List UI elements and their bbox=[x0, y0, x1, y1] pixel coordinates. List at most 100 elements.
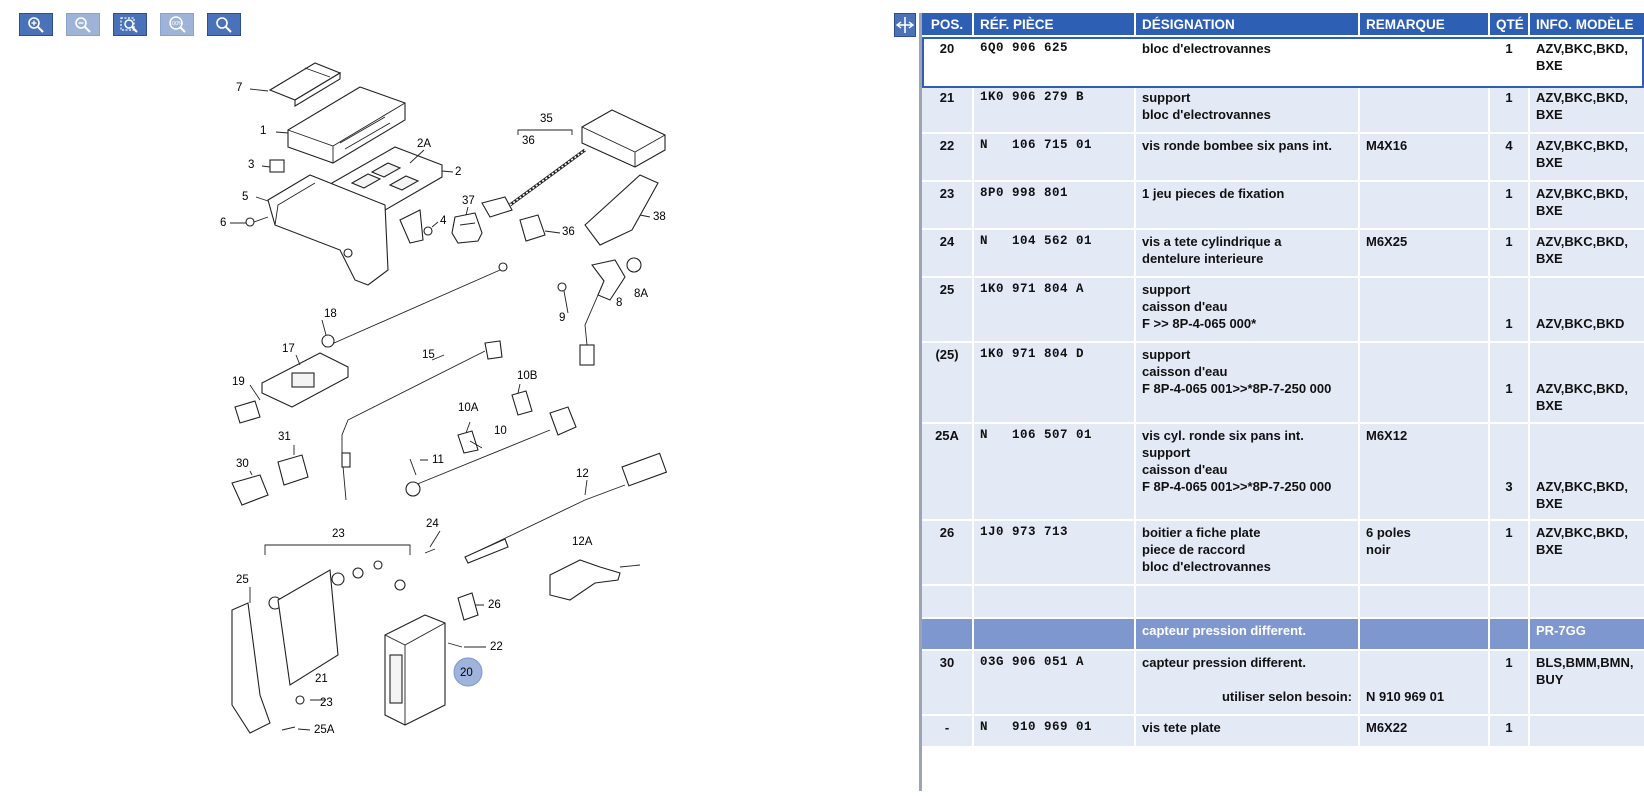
part-ecu[interactable] bbox=[287, 86, 406, 164]
col-header-pos[interactable]: POS. bbox=[922, 13, 972, 35]
cell-qte: 1 bbox=[1490, 716, 1528, 746]
part-nut-4[interactable] bbox=[423, 226, 433, 236]
callout-23-top[interactable]: 23 bbox=[332, 528, 345, 540]
col-header-remarque[interactable]: REMARQUE bbox=[1360, 13, 1488, 35]
part-valve-block-20[interactable] bbox=[384, 614, 446, 726]
callout-38[interactable]: 38 bbox=[653, 211, 666, 223]
group-header-row[interactable]: capteur pression different.PR-7GG bbox=[922, 619, 1644, 649]
part-screw-22[interactable] bbox=[447, 642, 463, 648]
callout-31[interactable]: 31 bbox=[278, 431, 291, 443]
part-31[interactable] bbox=[277, 454, 309, 486]
part-26[interactable] bbox=[457, 592, 479, 621]
part-screw-23b[interactable] bbox=[295, 695, 305, 705]
search-button[interactable] bbox=[207, 13, 241, 36]
part-connector-19[interactable] bbox=[234, 400, 261, 424]
part-nut-18[interactable] bbox=[321, 334, 335, 348]
callout-5[interactable]: 5 bbox=[242, 191, 248, 203]
part-12A[interactable] bbox=[549, 559, 621, 601]
callout-17[interactable]: 17 bbox=[282, 343, 295, 355]
part-screw-11[interactable] bbox=[409, 458, 417, 476]
callout-22[interactable]: 22 bbox=[490, 641, 503, 653]
part-module-35[interactable] bbox=[509, 109, 666, 207]
part-21[interactable] bbox=[277, 569, 339, 686]
part-bracket-5[interactable] bbox=[267, 174, 389, 286]
part-clip[interactable] bbox=[399, 209, 424, 244]
callout-19[interactable]: 19 bbox=[232, 376, 245, 388]
part-clip-10A[interactable] bbox=[457, 430, 479, 454]
callout-10[interactable]: 10 bbox=[494, 425, 507, 437]
col-header-qte[interactable]: QTÉ bbox=[1490, 13, 1528, 35]
callout-12A[interactable]: 12A bbox=[572, 536, 593, 548]
part-screw-25A[interactable] bbox=[281, 726, 296, 731]
part-sensor-17[interactable] bbox=[261, 352, 349, 408]
callout-20[interactable]: 20 bbox=[460, 667, 473, 679]
callout-30[interactable]: 30 bbox=[236, 458, 249, 470]
callout-6[interactable]: 6 bbox=[220, 217, 226, 229]
part-lambda-12[interactable] bbox=[464, 452, 668, 564]
part-connector-36[interactable] bbox=[481, 196, 546, 242]
callout-25A[interactable]: 25A bbox=[314, 724, 335, 736]
callout-8A[interactable]: 8A bbox=[634, 288, 648, 300]
callout-36-right[interactable]: 36 bbox=[562, 226, 575, 238]
zoom-100-button[interactable]: 100% bbox=[160, 13, 194, 36]
qte-value: 1 bbox=[1505, 381, 1513, 396]
callout-10B[interactable]: 10B bbox=[517, 370, 538, 382]
callout-3[interactable]: 3 bbox=[248, 159, 254, 171]
callout-18[interactable]: 18 bbox=[324, 308, 337, 320]
callout-26[interactable]: 26 bbox=[488, 599, 501, 611]
callout-15[interactable]: 15 bbox=[422, 349, 435, 361]
callout-4[interactable]: 4 bbox=[440, 215, 447, 227]
callout-37[interactable]: 37 bbox=[462, 195, 475, 207]
callout-21[interactable]: 21 bbox=[315, 673, 328, 685]
zoom-in-button[interactable] bbox=[19, 13, 53, 36]
callout-11[interactable]: 11 bbox=[432, 454, 444, 466]
callout-9[interactable]: 9 bbox=[559, 312, 565, 324]
callout-2A[interactable]: 2A bbox=[417, 138, 431, 150]
callout-25[interactable]: 25 bbox=[236, 574, 249, 586]
col-header-designation[interactable]: DÉSIGNATION bbox=[1136, 13, 1358, 35]
cell-remarque bbox=[1360, 343, 1488, 422]
callout-1[interactable]: 1 bbox=[260, 125, 266, 137]
zoom-fit-button[interactable] bbox=[113, 13, 147, 36]
part-clip-10B[interactable] bbox=[511, 390, 533, 416]
panel-resize-handle[interactable] bbox=[894, 13, 916, 37]
part-25[interactable] bbox=[231, 602, 271, 734]
table-row[interactable] bbox=[922, 586, 1644, 617]
part-38[interactable] bbox=[584, 174, 659, 246]
part-30[interactable] bbox=[231, 474, 269, 506]
part-sensor-10[interactable] bbox=[405, 406, 577, 497]
part-connector-37[interactable] bbox=[451, 212, 483, 244]
part-screw-6[interactable] bbox=[245, 216, 269, 227]
callout-23-bottom[interactable]: 23 bbox=[320, 697, 333, 709]
callout-7[interactable]: 7 bbox=[236, 82, 242, 94]
selected-callout-badge[interactable] bbox=[453, 657, 483, 687]
part-screw-24[interactable] bbox=[424, 548, 436, 554]
col-header-ref[interactable]: RÉF. PIÈCE bbox=[974, 13, 1134, 35]
col-header-info[interactable]: INFO. MODÈLE bbox=[1530, 13, 1644, 35]
callout-10A[interactable]: 10A bbox=[458, 402, 479, 414]
callout-24[interactable]: 24 bbox=[426, 518, 439, 530]
zoom-out-button[interactable] bbox=[66, 13, 100, 36]
part-ecu-cover[interactable] bbox=[268, 62, 342, 107]
callout-35[interactable]: 35 bbox=[540, 113, 553, 125]
part-cable-15[interactable] bbox=[324, 262, 508, 501]
part-screw-9[interactable] bbox=[557, 282, 569, 314]
callout-36-top[interactable]: 36 bbox=[522, 135, 535, 147]
part-sensor-8[interactable] bbox=[579, 257, 642, 366]
callout-2[interactable]: 2 bbox=[455, 166, 461, 178]
callout-12[interactable]: 12 bbox=[576, 468, 589, 480]
part-3[interactable] bbox=[269, 159, 285, 173]
callout-8[interactable]: 8 bbox=[616, 297, 622, 309]
cell-designation: vis ronde bombee six pans int. bbox=[1136, 134, 1358, 180]
